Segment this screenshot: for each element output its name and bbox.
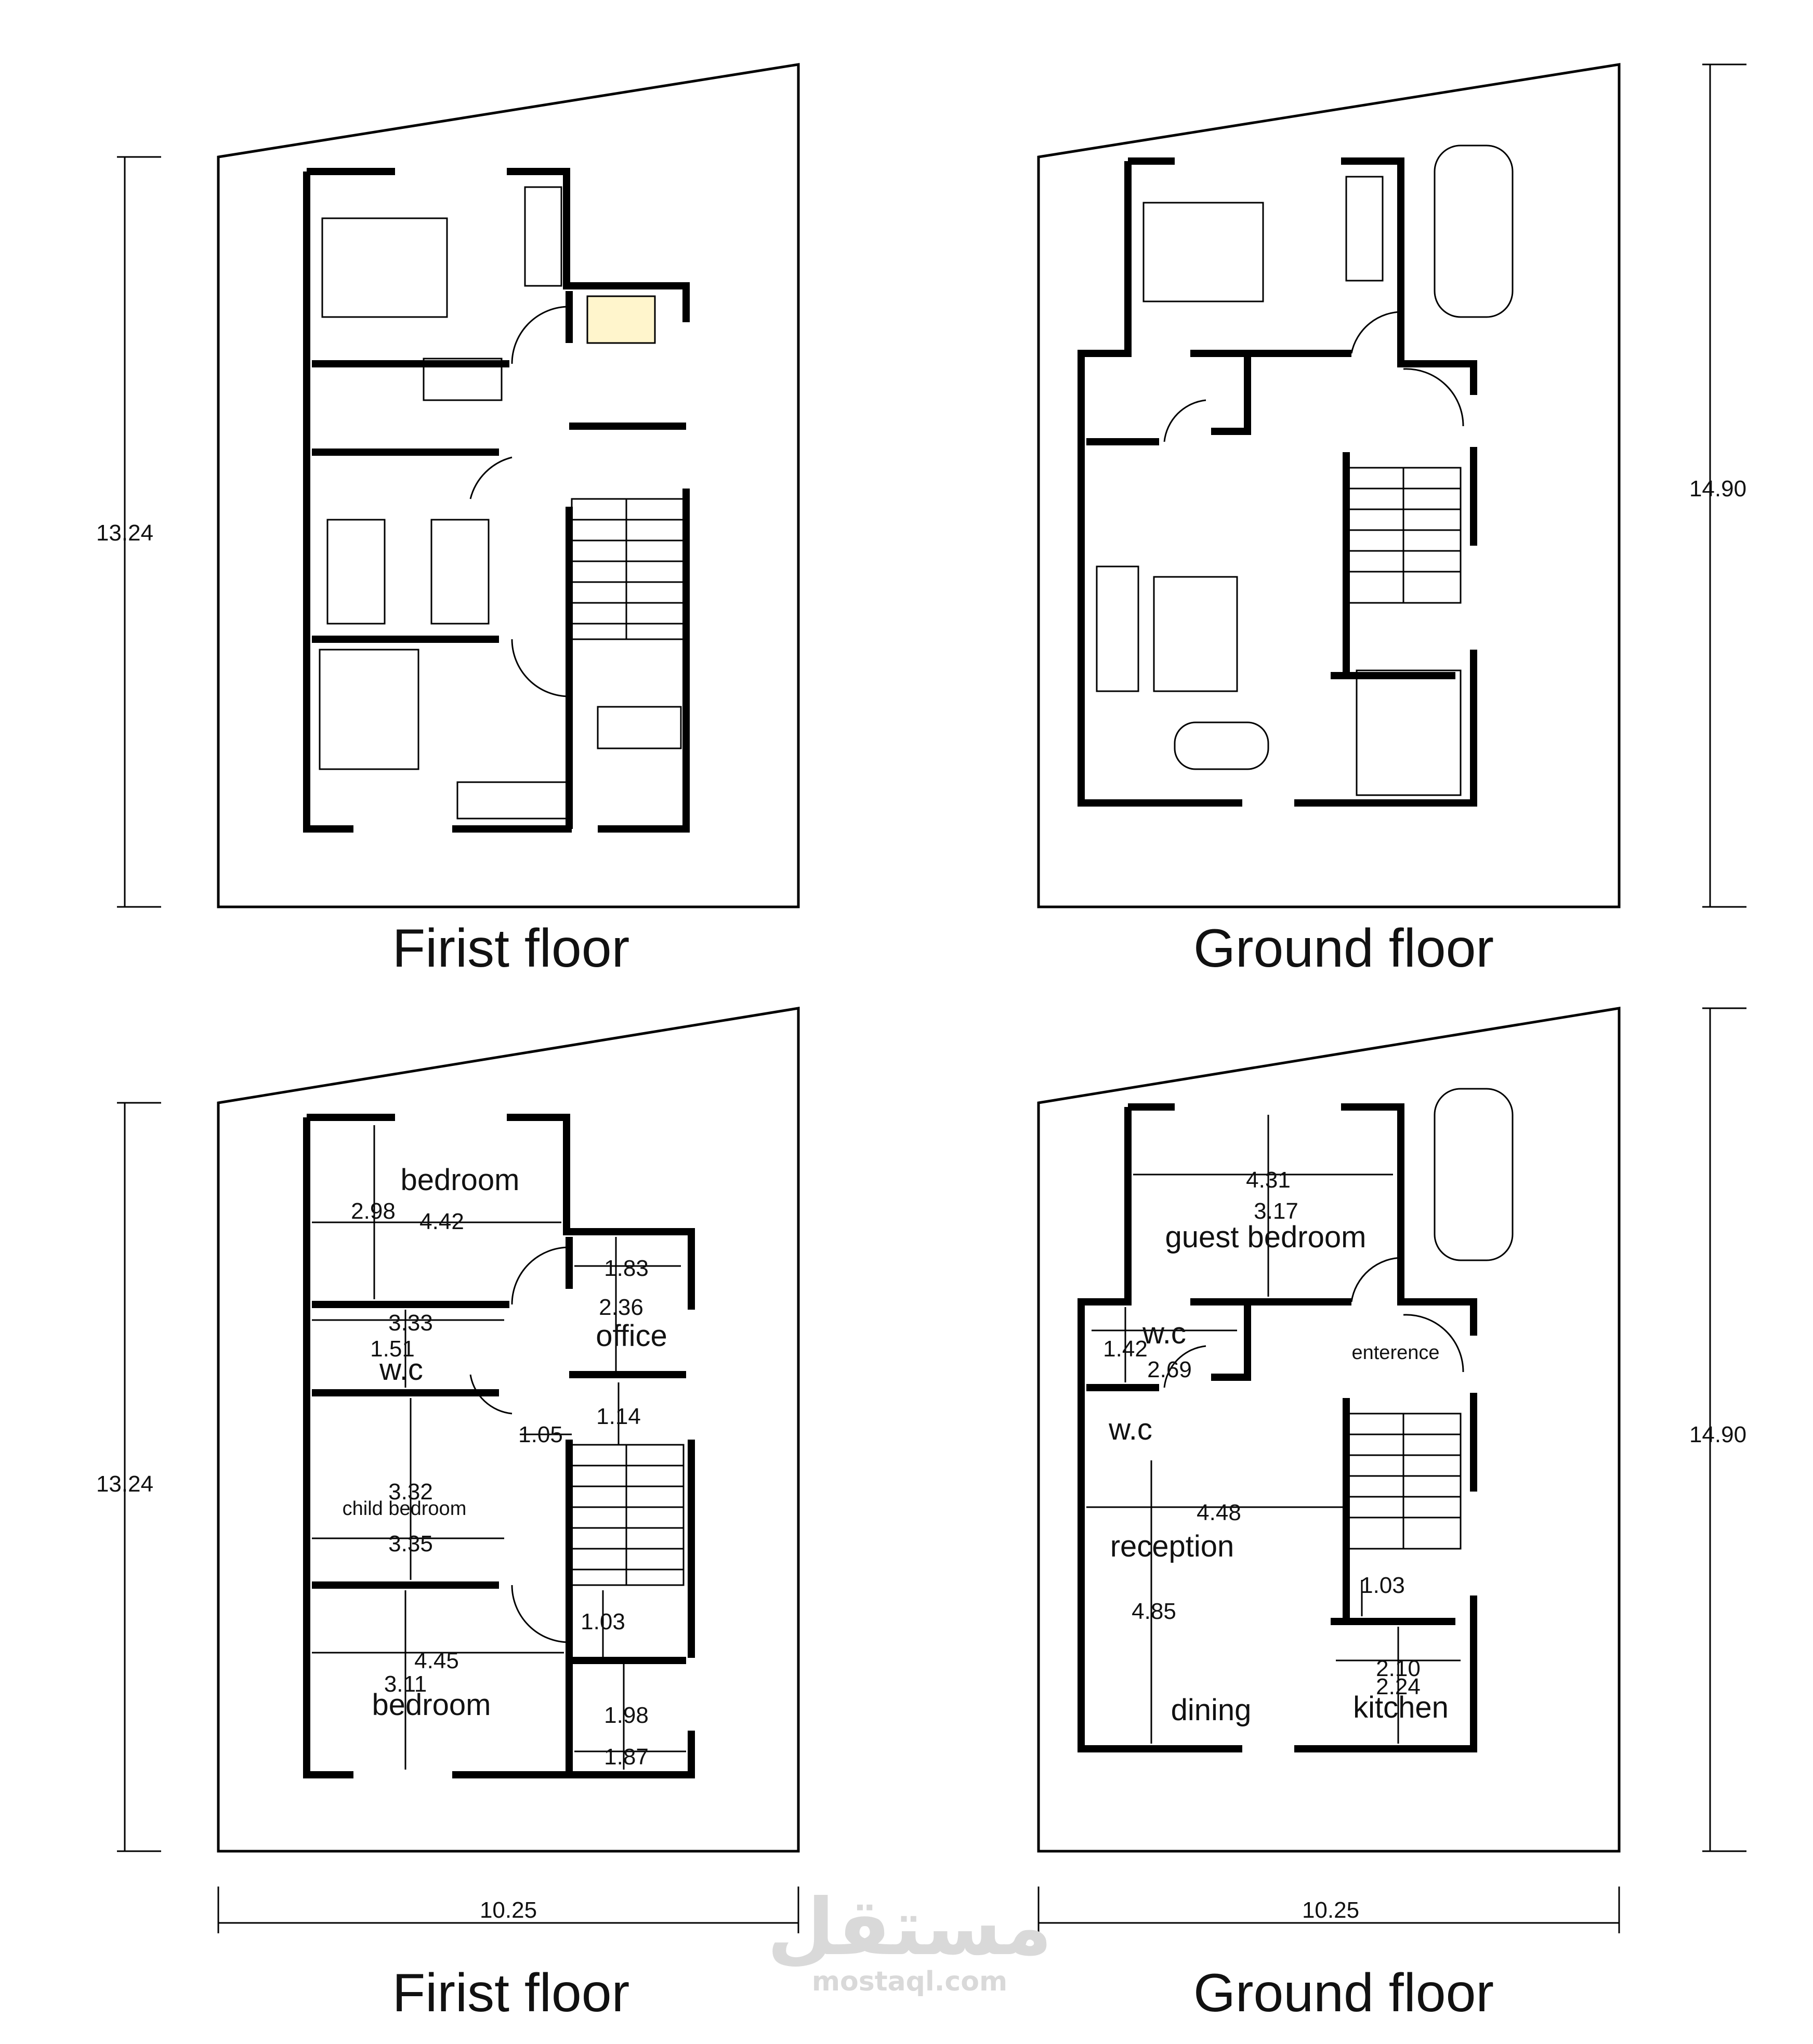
dim-label: 1.05 [518,1422,563,1447]
dim-label: 4.48 [1197,1500,1241,1525]
dim-label: 1.42 [1103,1336,1148,1362]
watermark-logo: مستقل [767,1882,1053,1973]
plot-bottom-left [217,1007,800,1853]
dim-label: 2.24 [1376,1674,1421,1699]
walls-top-right [1078,157,1477,807]
dim-height-top-left: 13.24 [96,520,153,546]
plot-boundaries [217,63,1621,1853]
title-top-left: Firist floor [392,918,629,979]
plot-top-right [1037,63,1621,908]
watermark-url: mostaql.com [812,1966,1007,1997]
room-label-wc-bottom: w.c [1108,1413,1152,1446]
furniture-top [319,144,1514,1261]
dim-label: 3.33 [388,1310,433,1336]
dim-label: 1.83 [604,1256,649,1281]
room-label-child-bedroom: child bedroom [343,1498,467,1520]
plot-bottom-right [1037,1007,1621,1853]
plot-top-left [217,63,800,908]
room-label-dining: dining [1171,1693,1252,1727]
dim-label: 2.98 [351,1198,396,1224]
wardrobe-icon [1345,176,1384,282]
overall-dimension-lines [117,63,1746,1933]
room-label-office: office [596,1319,667,1353]
dim-label: 2.10 [1376,1656,1421,1681]
dim-label: 1.03 [1360,1573,1405,1598]
walls-top-left [303,168,690,833]
dim-label: 1.03 [581,1609,625,1634]
dim-label: 3.17 [1254,1198,1298,1224]
dim-label: 3.11 [384,1671,427,1697]
room-label-bedroom-bottom: bedroom [372,1688,491,1722]
bathtub-icon [423,358,503,401]
room-label-wc: w.c [379,1353,423,1387]
walls-bottom-left [303,1114,695,1778]
dim-label: 4.45 [414,1648,459,1673]
dim-height-bottom-right: 14.90 [1689,1422,1746,1447]
stair-top-left [571,498,685,640]
dim-height-bottom-left: 13.24 [96,1471,153,1497]
dim-width-bottom-right: 10.25 [1302,1897,1359,1923]
room-label-wc-top: w.c [1142,1316,1186,1350]
dim-width-bottom-left: 10.25 [480,1897,537,1923]
kitchen-counter-icon [1356,669,1462,796]
room-label-entrance: enterence [1351,1342,1439,1364]
stair-bottom-left [571,1444,685,1586]
dim-label: 3.32 [388,1479,433,1505]
title-bottom-left: Firist floor [392,1963,629,2023]
rug-icon [1153,576,1238,692]
dim-label: 3.35 [388,1531,433,1557]
dim-label: 1.51 [370,1336,415,1362]
dim-label: 1.98 [604,1703,649,1728]
dim-label: 1.87 [604,1744,649,1770]
interior-dimension-lines [312,1115,1461,1770]
dim-height-top-right: 14.90 [1689,476,1746,502]
dim-label: 4.31 [1246,1167,1291,1193]
car-icon [1434,144,1514,318]
room-label-guest-bedroom: guest bedroom [1165,1220,1367,1254]
dim-label: 1.14 [596,1404,641,1429]
table-icon [1174,721,1269,770]
bed-icon [326,519,386,625]
desk-icon [586,295,656,344]
dim-label: 2.36 [599,1295,643,1320]
bed-icon [1142,202,1264,302]
room-label-kitchen: kitchen [1353,1691,1449,1724]
title-bottom-right: Ground floor [1193,1963,1494,2023]
dim-label: 4.42 [419,1209,464,1234]
bed-icon [430,519,490,625]
door-swings [469,306,1464,1643]
dim-label: 4.85 [1132,1599,1176,1624]
bed-icon [321,217,448,318]
wardrobe-icon [456,781,568,820]
stairs [571,467,1462,1586]
title-top-right: Ground floor [1193,918,1494,979]
stair-top-right [1348,467,1462,604]
walls-bottom-right [1078,1103,1477,1752]
room-label-bedroom-top: bedroom [401,1163,520,1197]
sofa-icon [1096,565,1139,692]
room-label-reception: reception [1110,1529,1234,1563]
stair-bottom-right [1348,1413,1462,1550]
dim-label: 2.69 [1147,1357,1192,1382]
wardrobe-icon [524,186,562,287]
car-icon [1434,1088,1514,1261]
bathtub-icon [597,706,682,749]
bed-icon [319,649,419,770]
